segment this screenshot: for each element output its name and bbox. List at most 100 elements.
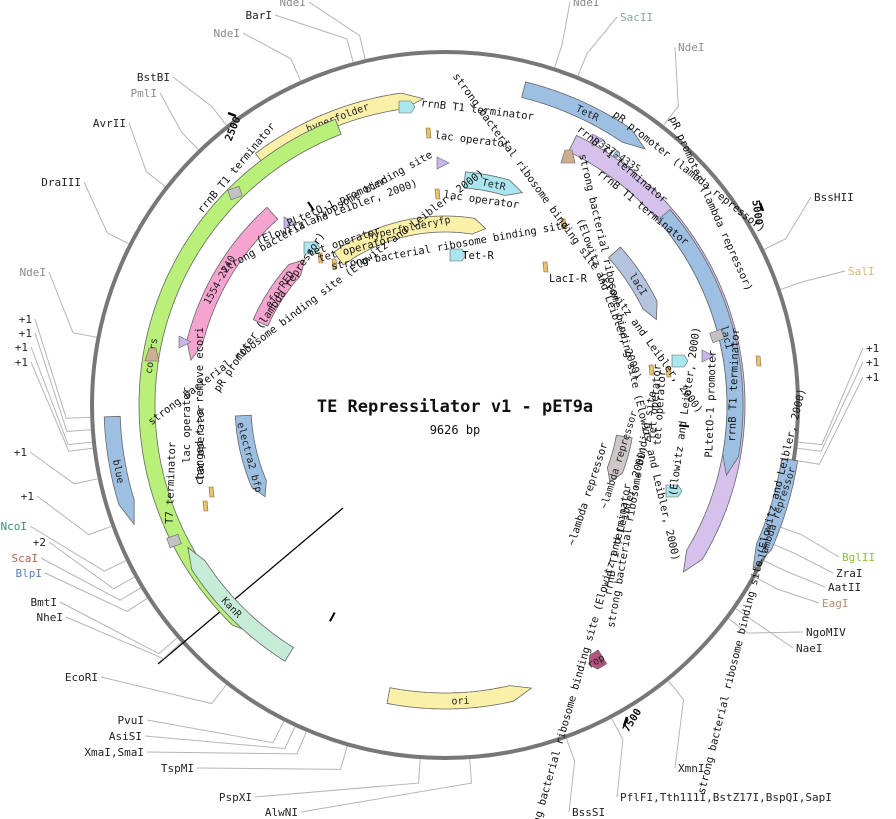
feature-lambda-repressor-arc[interactable] <box>606 434 633 483</box>
site-label-pmli[interactable]: PmlI <box>131 87 158 100</box>
site-leader-line <box>778 525 840 558</box>
terminator-marker[interactable] <box>166 533 182 549</box>
site-label-pvui[interactable]: PvuI <box>118 714 145 727</box>
operator-marker[interactable] <box>755 355 762 367</box>
site-label-ncoi[interactable]: NcoI <box>1 520 28 533</box>
site-label-zrai[interactable]: ZraI <box>836 567 863 580</box>
annotation-label-tet-operator[interactable]: tet operator <box>651 370 668 447</box>
site-label-blpi[interactable]: BlpI <box>16 567 43 580</box>
site-label-ndei[interactable]: NdeI <box>280 0 307 9</box>
site-label-bstbi[interactable]: BstBI <box>137 71 170 84</box>
site-label-ecori[interactable]: EcoRI <box>65 671 98 684</box>
site-label-2[interactable]: +2 <box>33 536 46 549</box>
annotation-label-tet-r[interactable]: Tet-R <box>462 250 494 262</box>
site-label-bsssi[interactable]: BssSI <box>572 806 605 819</box>
site-label-1[interactable]: +1 <box>14 446 27 459</box>
annotation-label-t7-terminator[interactable]: T7 terminator <box>164 442 179 525</box>
site-label-1[interactable]: +1 <box>19 327 32 340</box>
operator-marker[interactable] <box>202 500 209 512</box>
operator-marker[interactable] <box>331 258 338 270</box>
site-label-ndei[interactable]: NdeI <box>20 266 47 279</box>
site-label-xmai-smai[interactable]: XmaI,SmaI <box>84 746 144 759</box>
site-label-1[interactable]: +1 <box>15 341 28 354</box>
site-label-ndei[interactable]: NdeI <box>678 41 705 54</box>
site-label-bmti[interactable]: BmtI <box>31 596 58 609</box>
annotation-label-tet-operator[interactable]: tet operator <box>646 364 663 441</box>
feature-4327-4335-arc[interactable] <box>612 149 620 158</box>
feature-colors-arc[interactable] <box>138 118 342 635</box>
site-label-1[interactable]: +1 <box>15 356 28 369</box>
terminator-marker[interactable] <box>709 328 725 344</box>
site-label-aatii[interactable]: AatII <box>828 581 861 594</box>
site-label-1[interactable]: +1 <box>866 356 879 369</box>
annotation-label-laci-r[interactable]: LacI-R <box>549 273 588 285</box>
cyan-marker[interactable] <box>303 241 321 255</box>
site-label-eagi[interactable]: EagI <box>822 597 849 610</box>
cyan-marker[interactable] <box>665 484 683 498</box>
feature-kanr-arc[interactable] <box>187 546 294 662</box>
site-label-pspxi[interactable]: PspXI <box>219 791 252 804</box>
site-label-ndei[interactable]: NdeI <box>214 27 241 40</box>
operator-marker[interactable] <box>208 486 215 498</box>
annotation-label-changed-t-a-remove-ecori[interactable]: changed t->a remove ecori <box>194 327 206 485</box>
annotation-label-plteto-1-promoter[interactable]: PLtetO-1 promoter <box>703 350 719 458</box>
site-label-sacii[interactable]: SacII <box>620 11 653 24</box>
operator-marker[interactable] <box>560 218 567 230</box>
site-leader-line <box>663 46 679 126</box>
operator-marker[interactable] <box>648 364 655 376</box>
site-label-bari[interactable]: BarI <box>246 9 273 22</box>
annotation-label-lac-operator[interactable]: lac operator <box>181 387 193 463</box>
site-label-avrii[interactable]: AvrII <box>93 117 126 130</box>
feature-tetr-arc[interactable] <box>521 81 647 150</box>
operator-marker[interactable] <box>542 261 549 273</box>
feature-blue-arc[interactable] <box>103 415 135 526</box>
terminator-marker[interactable] <box>227 185 243 201</box>
operator-marker[interactable] <box>425 127 432 139</box>
site-label-tspmi[interactable]: TspMI <box>161 762 194 775</box>
site-label-1[interactable]: +1 <box>866 342 879 355</box>
site-label-pflfi-tth111i-bstz17i-bspqi-sapi[interactable]: PflFI,Tth111I,BstZ17I,BspQI,SapI <box>620 791 832 804</box>
annotation-label-lac-operator[interactable]: lac operator <box>195 405 207 481</box>
promoter-marker[interactable] <box>178 335 192 349</box>
operator-marker[interactable] <box>434 188 441 200</box>
site-label-asisi[interactable]: AsiSI <box>109 730 142 743</box>
rbs-marker[interactable] <box>144 347 160 362</box>
site-label-alwni[interactable]: AlwNI <box>265 806 298 819</box>
site-label-1[interactable]: +1 <box>866 371 879 384</box>
site-label-sali[interactable]: SalI <box>848 265 875 278</box>
site-leader-line <box>668 680 685 769</box>
feature-electra2-bfp-arc[interactable] <box>234 414 267 498</box>
site-label-nhei[interactable]: NheI <box>37 611 64 624</box>
feature-ori-arc[interactable] <box>386 685 533 710</box>
operator-marker[interactable] <box>317 252 324 264</box>
cyan-marker[interactable] <box>449 248 467 262</box>
site-label-scai[interactable]: ScaI <box>12 552 39 565</box>
site-label-draiii[interactable]: DraIII <box>41 176 81 189</box>
site-label-1[interactable]: +1 <box>21 490 34 503</box>
rbs-marker[interactable] <box>560 149 576 164</box>
site-label-bsshii[interactable]: BssHII <box>814 191 854 204</box>
promoter-marker[interactable] <box>283 216 297 230</box>
site-label-xmni[interactable]: XmnI <box>678 762 705 775</box>
site-label-bglii[interactable]: BglII <box>842 551 875 564</box>
feature-eforred-arc[interactable] <box>252 259 306 327</box>
site-label-naei[interactable]: NaeI <box>796 642 823 655</box>
feature-hyperfolderyfp-arc[interactable] <box>333 215 487 266</box>
cyan-marker[interactable] <box>671 354 689 368</box>
site-label-ngomiv[interactable]: NgoMIV <box>806 626 846 639</box>
feature-laci-arc[interactable] <box>607 246 658 321</box>
feature-rop-arc[interactable] <box>588 649 608 670</box>
feature-laci-arc[interactable] <box>657 208 744 477</box>
promoter-marker[interactable] <box>436 156 450 170</box>
promoter-marker[interactable] <box>591 133 605 147</box>
site-leader-line <box>48 541 135 590</box>
site-label-ndei[interactable]: NdeI <box>573 0 600 9</box>
feature-tetr-arc[interactable] <box>463 171 524 196</box>
cyan-marker[interactable] <box>398 100 416 114</box>
feature-lambda-repressor-arc[interactable] <box>752 457 799 570</box>
operator-marker[interactable] <box>665 366 672 378</box>
promoter-marker[interactable] <box>701 349 715 363</box>
site-label-1[interactable]: +1 <box>19 313 32 326</box>
annotation-label-rrnb-t1-terminator[interactable]: rrnB T1 terminator <box>726 328 742 442</box>
feature-1554-2240-arc[interactable] <box>186 206 279 362</box>
